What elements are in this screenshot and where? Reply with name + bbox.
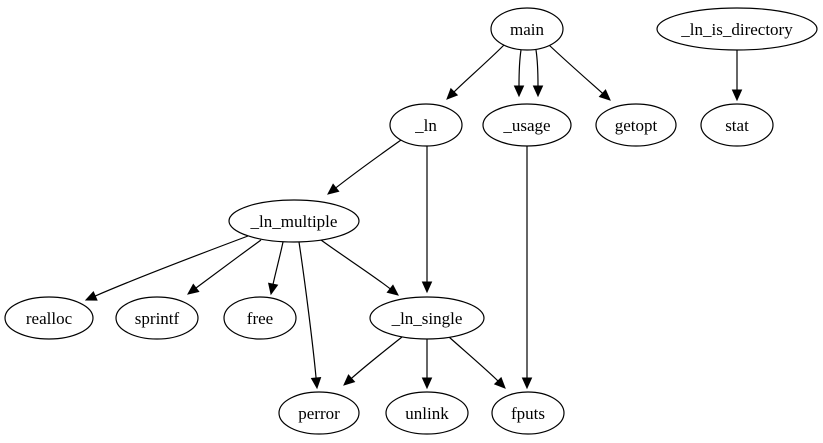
edge-line bbox=[448, 336, 499, 382]
edge-ln_multiple-to-ln_single bbox=[320, 239, 399, 296]
edge-line bbox=[548, 44, 603, 94]
node-label: unlink bbox=[405, 404, 449, 423]
node-usage: _usage bbox=[482, 103, 572, 147]
edge-ln_single-to-perror bbox=[343, 336, 403, 386]
edge-ln_multiple-to-sprintf bbox=[187, 239, 262, 295]
node-main: main bbox=[490, 7, 564, 51]
node-label: free bbox=[247, 309, 273, 328]
arrowhead-icon bbox=[731, 89, 743, 102]
edge-ln_multiple-to-free bbox=[268, 241, 284, 296]
edge-main-to-ln bbox=[446, 44, 505, 100]
node-ellipse bbox=[115, 296, 199, 340]
node-label: perror bbox=[298, 404, 340, 423]
graph-edges bbox=[84, 44, 743, 390]
arrowhead-icon bbox=[268, 282, 279, 296]
edge-ln-to-ln_multiple bbox=[327, 139, 402, 195]
node-label: getopt bbox=[615, 116, 658, 135]
edge-usage-to-fputs bbox=[521, 146, 533, 390]
edge-line bbox=[298, 241, 317, 379]
edge-ln_single-to-fputs bbox=[448, 336, 506, 389]
arrowhead-icon bbox=[493, 376, 506, 389]
node-ellipse bbox=[385, 391, 469, 435]
arrowhead-icon bbox=[327, 183, 340, 195]
edge-ln_single-to-unlink bbox=[421, 339, 433, 390]
arrowhead-icon bbox=[513, 85, 525, 98]
node-free: free bbox=[223, 296, 297, 340]
edge-line bbox=[272, 241, 284, 285]
edge-ln_is_directory-to-stat bbox=[731, 50, 743, 102]
node-perror: perror bbox=[278, 391, 360, 435]
node-getopt: getopt bbox=[595, 103, 677, 147]
node-label: _ln_multiple bbox=[250, 212, 338, 231]
node-label: _usage bbox=[502, 116, 550, 135]
edge-ln_multiple-to-realloc bbox=[84, 235, 249, 301]
node-label: sprintf bbox=[135, 309, 180, 328]
graph-nodes: main _ln_is_directory _ln _usage getopt stat _… bbox=[4, 7, 818, 435]
arrowhead-icon bbox=[598, 89, 611, 101]
node-label: fputs bbox=[511, 404, 545, 423]
node-fputs: fputs bbox=[491, 391, 565, 435]
arrowhead-icon bbox=[187, 283, 200, 295]
edge-line bbox=[453, 44, 505, 93]
arrowhead-icon bbox=[446, 87, 459, 100]
node-label: stat bbox=[725, 116, 749, 135]
edge-line bbox=[351, 336, 403, 379]
node-ellipse bbox=[228, 199, 360, 243]
node-realloc: realloc bbox=[4, 296, 94, 340]
node-sprintf: sprintf bbox=[115, 296, 199, 340]
node-ellipse bbox=[656, 7, 818, 51]
arrowhead-icon bbox=[343, 374, 356, 386]
edge-main-to-getopt bbox=[548, 44, 611, 101]
node-ln-single: _ln_single bbox=[369, 296, 485, 340]
node-ln: _ln bbox=[389, 103, 463, 147]
arrowhead-icon bbox=[84, 290, 98, 301]
edge-main-to-usage bbox=[532, 49, 544, 98]
node-label: realloc bbox=[26, 309, 73, 328]
arrowhead-icon bbox=[421, 377, 433, 390]
arrowhead-icon bbox=[310, 377, 322, 390]
node-label: _ln_single bbox=[391, 309, 463, 328]
arrowhead-icon bbox=[421, 281, 433, 294]
edge-line bbox=[320, 239, 391, 290]
edge-line bbox=[195, 239, 262, 289]
node-ellipse bbox=[482, 103, 572, 147]
node-label: _ln bbox=[414, 116, 437, 135]
node-unlink: unlink bbox=[385, 391, 469, 435]
node-ellipse bbox=[490, 7, 564, 51]
node-ellipse bbox=[595, 103, 677, 147]
node-ellipse bbox=[223, 296, 297, 340]
node-ellipse bbox=[389, 103, 463, 147]
edge-ln_multiple-to-perror bbox=[298, 241, 322, 390]
node-ln-is-directory: _ln_is_directory bbox=[656, 7, 818, 51]
edge-line bbox=[535, 49, 539, 87]
edge-line bbox=[335, 139, 402, 189]
node-ln-multiple: _ln_multiple bbox=[228, 199, 360, 243]
node-ellipse bbox=[491, 391, 565, 435]
node-ellipse bbox=[4, 296, 94, 340]
node-stat: stat bbox=[700, 103, 774, 147]
node-label: _ln_is_directory bbox=[680, 20, 793, 39]
node-ellipse bbox=[369, 296, 485, 340]
edge-line bbox=[94, 235, 249, 297]
edge-ln-to-ln_single bbox=[421, 146, 433, 294]
node-ellipse bbox=[700, 103, 774, 147]
arrowhead-icon bbox=[521, 377, 533, 390]
edge-line bbox=[518, 49, 522, 87]
edge-main-to-usage bbox=[513, 49, 525, 98]
node-ellipse bbox=[278, 391, 360, 435]
arrowhead-icon bbox=[386, 284, 399, 296]
node-label: main bbox=[510, 20, 544, 39]
arrowhead-icon bbox=[532, 85, 544, 98]
